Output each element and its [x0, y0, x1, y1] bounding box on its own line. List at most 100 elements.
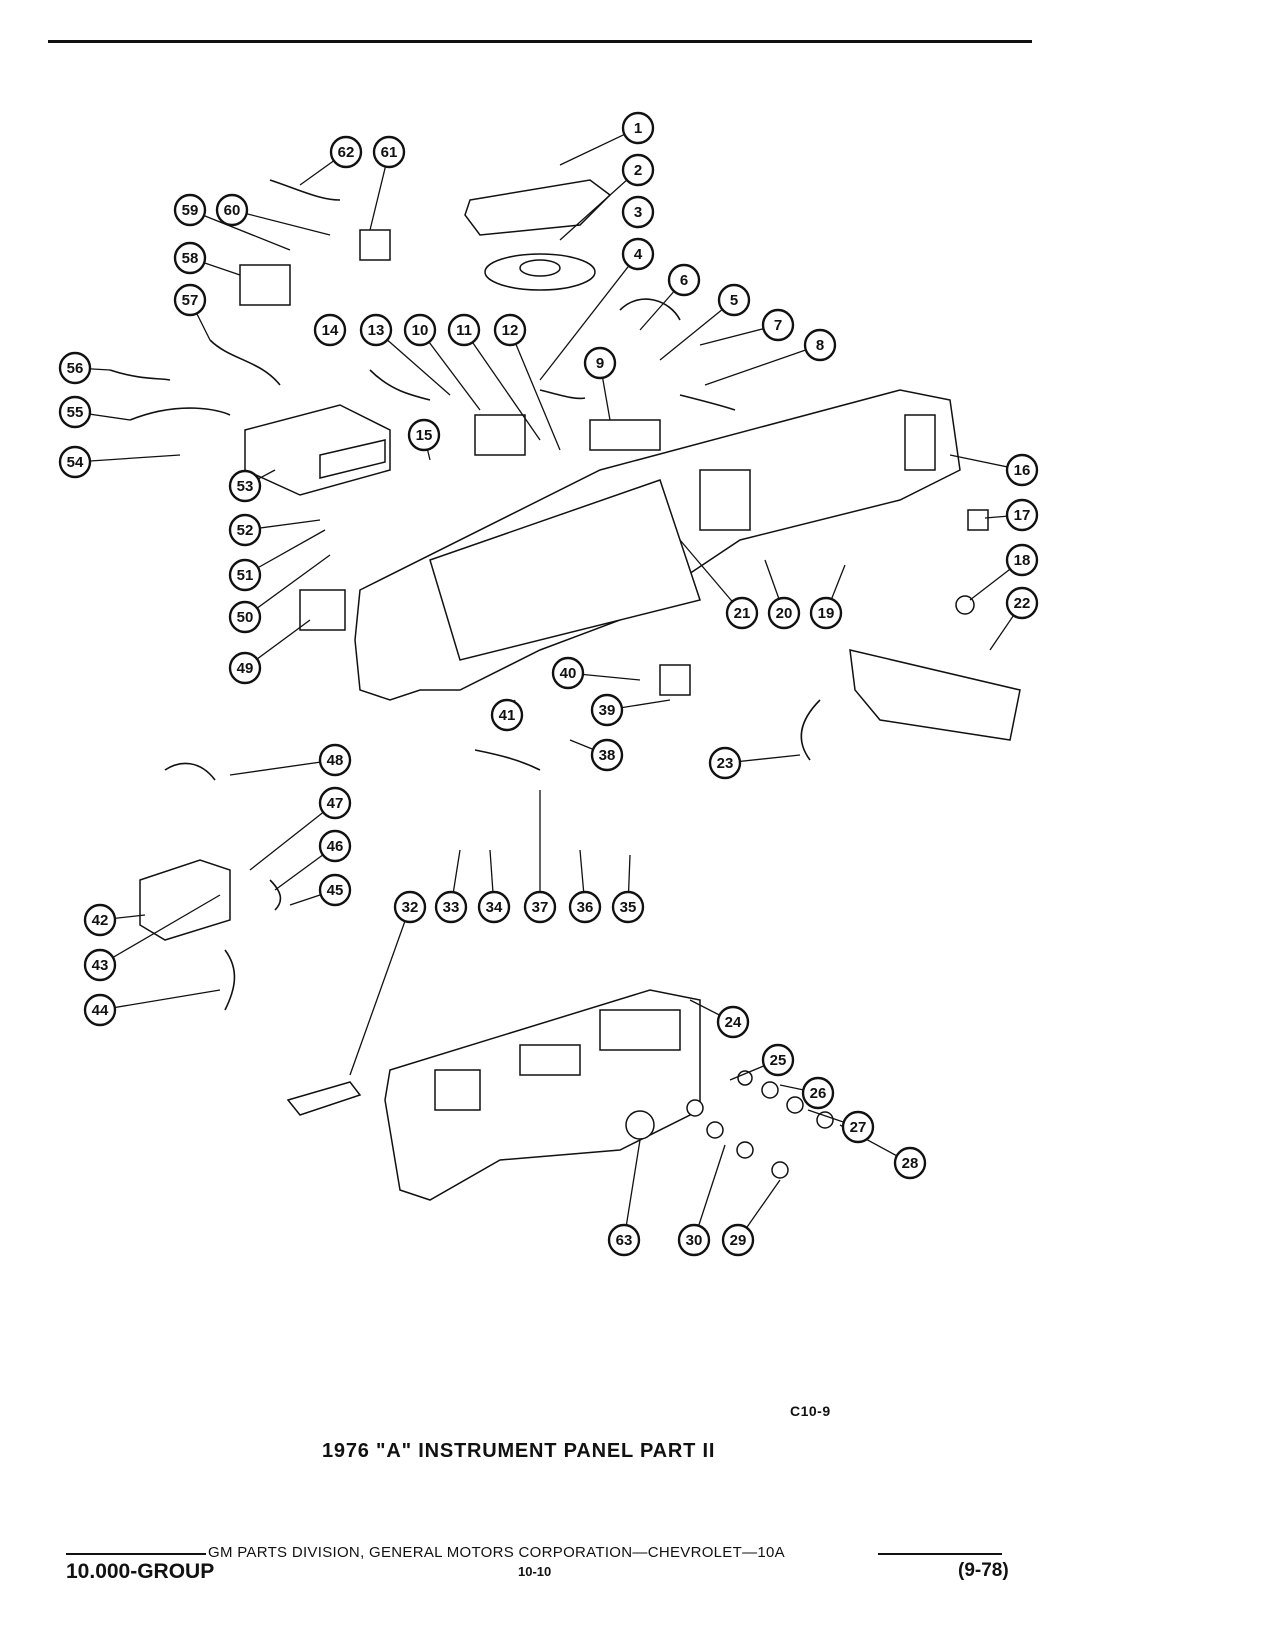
callout-40: 40: [551, 656, 585, 690]
harness-46: [269, 879, 282, 911]
callout-number: 1: [634, 120, 642, 137]
callout-34: 34: [477, 890, 511, 924]
callout-29: 29: [721, 1223, 755, 1257]
callout-number: 30: [686, 1232, 703, 1249]
callout-4: 4: [621, 237, 655, 271]
callout-leader-10: [419, 329, 481, 411]
harness-57: [209, 339, 281, 386]
figure-code: C10-9: [790, 1403, 831, 1419]
bracket-10: [474, 414, 526, 456]
knob-27: [786, 1096, 804, 1114]
callout-number: 48: [327, 752, 344, 769]
part-illustrations: [109, 179, 1021, 1201]
footer-date: (9-78): [958, 1560, 1009, 1581]
speaker-bracket: [464, 179, 612, 236]
harness-8: [679, 394, 736, 411]
callout-leader-59: [189, 209, 291, 251]
bezel-opening-center: [519, 1044, 581, 1076]
callout-38: 38: [590, 738, 624, 772]
callout-number: 44: [92, 1002, 109, 1019]
callout-number: 4: [634, 246, 643, 263]
knob-26: [761, 1081, 779, 1099]
callout-number: 27: [850, 1119, 867, 1136]
callout-45: 45: [318, 873, 352, 907]
callout-number: 63: [616, 1232, 633, 1249]
callout-8: 8: [803, 328, 837, 362]
harness-37: [474, 749, 541, 771]
callout-62: 62: [329, 135, 363, 169]
callout-number: 23: [717, 755, 734, 772]
knob-28: [816, 1111, 834, 1129]
callout-number: 17: [1014, 507, 1031, 524]
callout-22: 22: [1005, 586, 1039, 620]
callout-number: 26: [810, 1085, 827, 1102]
callout-27: 27: [841, 1110, 875, 1144]
callout-number: 59: [182, 202, 199, 219]
callout-number: 5: [730, 292, 738, 309]
callout-32: 32: [393, 890, 427, 924]
footer-page-number: 10-10: [518, 1564, 552, 1579]
callout-leader-54: [74, 454, 181, 463]
callout-61: 61: [372, 135, 406, 169]
callout-number: 12: [502, 322, 519, 339]
figure-title: 1976 "A" INSTRUMENT PANEL PART II: [322, 1440, 716, 1462]
callout-number: 13: [368, 322, 385, 339]
callout-number: 29: [730, 1232, 747, 1249]
lighter-63: [625, 1110, 655, 1140]
callout-42: 42: [83, 903, 117, 937]
callout-63: 63: [607, 1223, 641, 1257]
harness-14: [369, 369, 431, 401]
callout-14: 14: [313, 313, 347, 347]
callout-33: 33: [434, 890, 468, 924]
callout-47: 47: [318, 786, 352, 820]
callout-1: 1: [621, 111, 655, 145]
callout-13: 13: [359, 313, 393, 347]
callout-26: 26: [801, 1076, 835, 1110]
harness-23: [800, 699, 821, 761]
callout-number: 58: [182, 250, 199, 267]
callout-number: 25: [770, 1052, 787, 1069]
callout-number: 21: [734, 605, 751, 622]
callout-leader-30: [693, 1144, 726, 1241]
callout-number: 62: [338, 144, 355, 161]
callout-number: 43: [92, 957, 109, 974]
callout-50: 50: [228, 600, 262, 634]
switch-39: [659, 664, 691, 696]
callout-58: 58: [173, 241, 207, 275]
callout-leader-44: [99, 989, 221, 1011]
footer-group: 10.000-GROUP: [66, 1560, 215, 1583]
callout-number: 56: [67, 360, 84, 377]
switch-49: [299, 589, 346, 631]
callout-39: 39: [590, 693, 624, 727]
connector-61: [359, 229, 391, 261]
knob-30b: [736, 1141, 754, 1159]
callout-number: 20: [776, 605, 793, 622]
callout-number: 19: [818, 605, 835, 622]
switch-9: [589, 419, 661, 451]
vent-opening: [904, 414, 936, 471]
clip-17: [967, 509, 989, 531]
callout-leader-47: [249, 802, 336, 871]
callout-number: 10: [412, 322, 429, 339]
knob-30a: [706, 1121, 724, 1139]
harness-6: [619, 298, 681, 321]
callout-leader-8: [704, 344, 821, 386]
relay: [239, 264, 291, 306]
callout-leader-32: [349, 906, 411, 1076]
callout-leader-13: [375, 329, 451, 396]
callout-51: 51: [228, 558, 262, 592]
callout-number: 2: [634, 162, 642, 179]
callout-number: 35: [620, 899, 637, 916]
callout-leader-60: [231, 209, 331, 236]
callout-number: 46: [327, 838, 344, 855]
callout-number: 55: [67, 404, 84, 421]
footer-rule-right: [878, 1553, 1002, 1555]
callout-46: 46: [318, 829, 352, 863]
callout-30: 30: [677, 1223, 711, 1257]
radio-opening: [699, 469, 751, 531]
callout-number: 36: [577, 899, 594, 916]
callout-number: 49: [237, 660, 254, 677]
callout-24: 24: [716, 1005, 750, 1039]
